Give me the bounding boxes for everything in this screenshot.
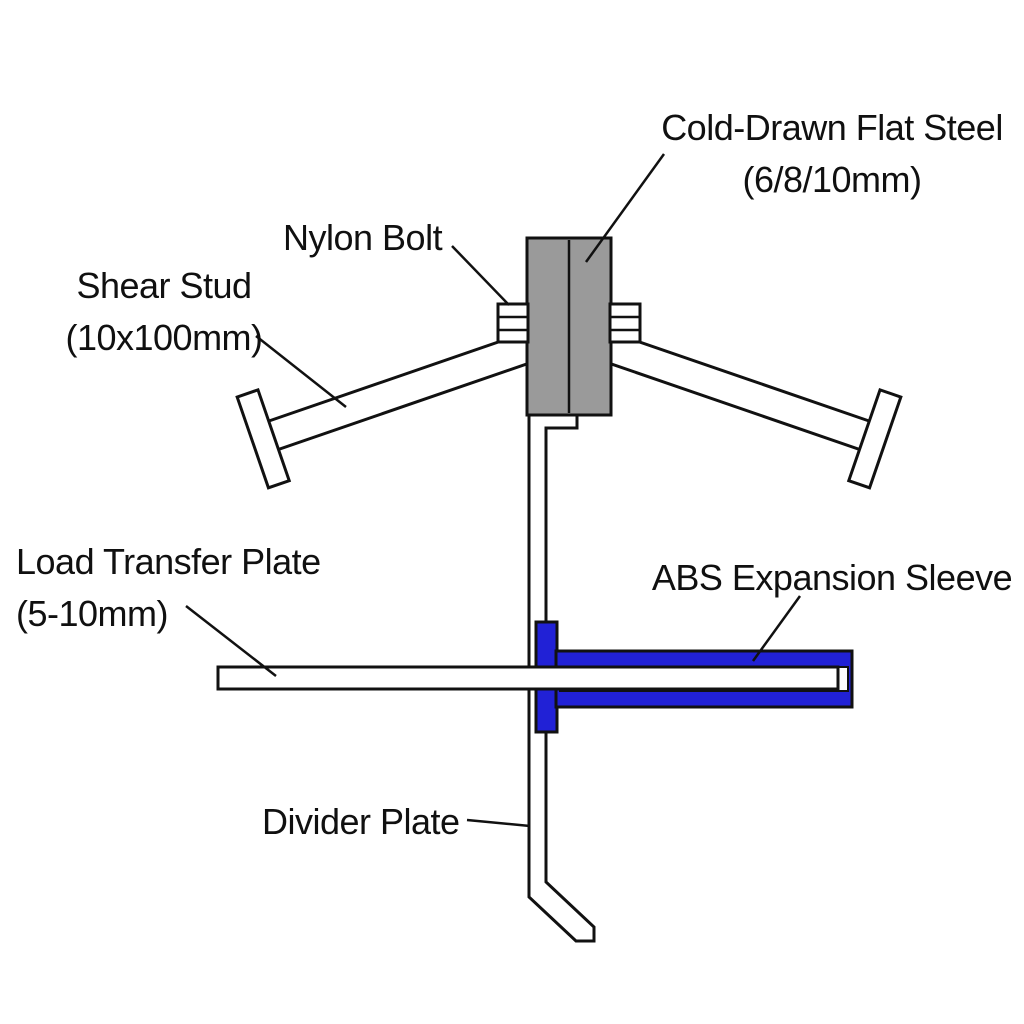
label-shear-stud: Shear Stud (10x100mm)	[34, 260, 294, 364]
label-line: Divider Plate	[262, 801, 460, 842]
shear-stud-right-head-shape	[846, 387, 903, 490]
label-abs-expansion-sleeve: ABS Expansion Sleeve	[640, 552, 1024, 604]
label-line: Nylon Bolt	[283, 217, 443, 258]
label-load-transfer-plate: Load Transfer Plate (5-10mm)	[16, 536, 321, 640]
shear-stud-left	[235, 328, 544, 490]
leader-abs-expansion-sleeve	[751, 595, 802, 662]
leader-shear-stud	[255, 335, 347, 408]
label-line: ABS Expansion Sleeve	[651, 557, 1013, 598]
shear-stud-left-shaft-shape	[263, 328, 544, 453]
load-transfer-plate-shape	[216, 665, 840, 691]
label-nylon-bolt: Nylon Bolt	[283, 212, 443, 264]
label-line: Shear Stud	[76, 265, 252, 306]
label-divider-plate: Divider Plate	[262, 796, 460, 848]
label-line: Load Transfer Plate	[16, 541, 321, 582]
leader-divider-plate	[466, 818, 531, 828]
shear-stud-right-shaft-shape	[594, 328, 875, 453]
leader-load-transfer-plate	[185, 605, 277, 677]
shear-stud-right	[594, 328, 903, 490]
nylon-bolt-nut-shape	[608, 302, 642, 344]
label-line: (5-10mm)	[16, 593, 169, 634]
leader-cold-drawn-flat-steel	[584, 153, 666, 263]
label-line: (6/8/10mm)	[742, 159, 922, 200]
label-line: Cold-Drawn Flat Steel	[661, 107, 1003, 148]
shear-stud-left-head-shape	[235, 387, 292, 490]
label-cold-drawn-flat-steel: Cold-Drawn Flat Steel (6/8/10mm)	[640, 102, 1024, 206]
divider-plate-shape	[527, 411, 596, 943]
label-line: (10x100mm)	[65, 317, 263, 358]
leader-nylon-bolt	[451, 245, 510, 306]
nylon-bolt-head-shape	[496, 302, 530, 344]
